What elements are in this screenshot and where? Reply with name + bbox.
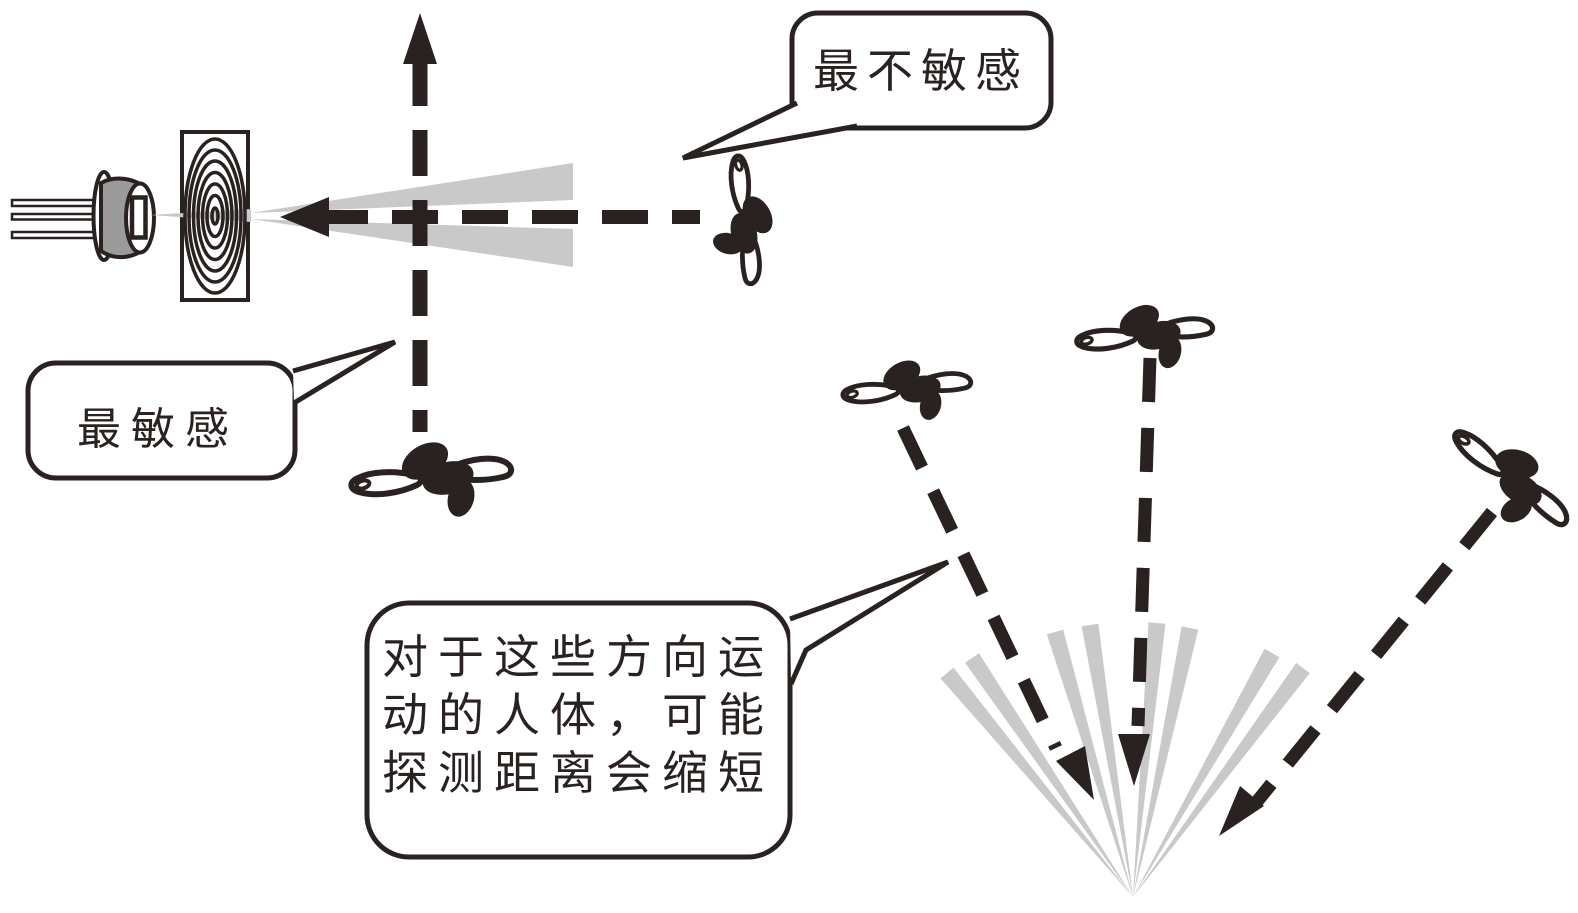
pir-sensor-icon [10,170,156,262]
speech-bubble-tail [292,339,397,406]
beam-fan [940,622,1310,897]
horizontal-motion-arrow [280,197,700,237]
detection-beam-wedge [1046,629,1133,897]
callout-note: 对于这些方向运 动的人体，可能 探测距离会缩短 [364,559,950,860]
sensor-lead [10,230,104,240]
motion-arrow [1131,357,1157,727]
speech-bubble [364,600,793,860]
detection-beam-wedge [1081,623,1133,897]
fan-motion-arrows [897,357,1498,836]
arrowhead-down-right-icon [1056,746,1094,800]
least-sensitive-label: 最不敏感 [813,46,1029,97]
detection-beam-wedge [251,163,573,213]
vertical-motion-arrow [403,13,437,432]
note-line-2: 动的人体，可能 [382,690,774,741]
motion-arrow [897,425,1062,751]
arrowhead-up-icon [403,13,437,64]
speech-bubble-tail [681,100,858,161]
walking-person-icon [351,435,511,520]
speech-bubble-tail [788,559,950,686]
callout-least-sensitive: 最不敏感 [681,10,1054,161]
detection-beam-wedge [1133,626,1199,897]
sensor-lead [10,198,104,208]
walking-person-icon [1435,402,1578,554]
note-line-1: 对于这些方向运 [382,632,774,683]
arrowhead-down-icon [1118,734,1150,786]
detection-beam-wedge [965,653,1133,897]
speech-bubble [25,360,298,481]
motion-arrow [1249,507,1498,809]
walking-person-icon [843,354,971,422]
note-line-3: 探测距离会缩短 [382,748,774,799]
arrowhead-down-left-icon [1219,786,1264,836]
sensor-window [129,195,148,240]
detection-beam-wedge [1133,648,1280,897]
lens-rings [183,137,247,295]
detection-beam-wedge [1133,662,1310,897]
most-sensitive-label: 最敏感 [77,405,239,454]
callout-most-sensitive: 最敏感 [25,339,397,481]
sensor-lead [10,212,104,221]
arrowhead-left-icon [280,197,329,237]
speech-bubble [789,10,1054,131]
walking-person-icon [711,156,779,284]
detection-beam-wedge [940,667,1133,897]
detection-beam-wedge [1133,622,1166,897]
fresnel-lens-icon [150,130,573,302]
detection-beam-wedge [251,219,573,267]
